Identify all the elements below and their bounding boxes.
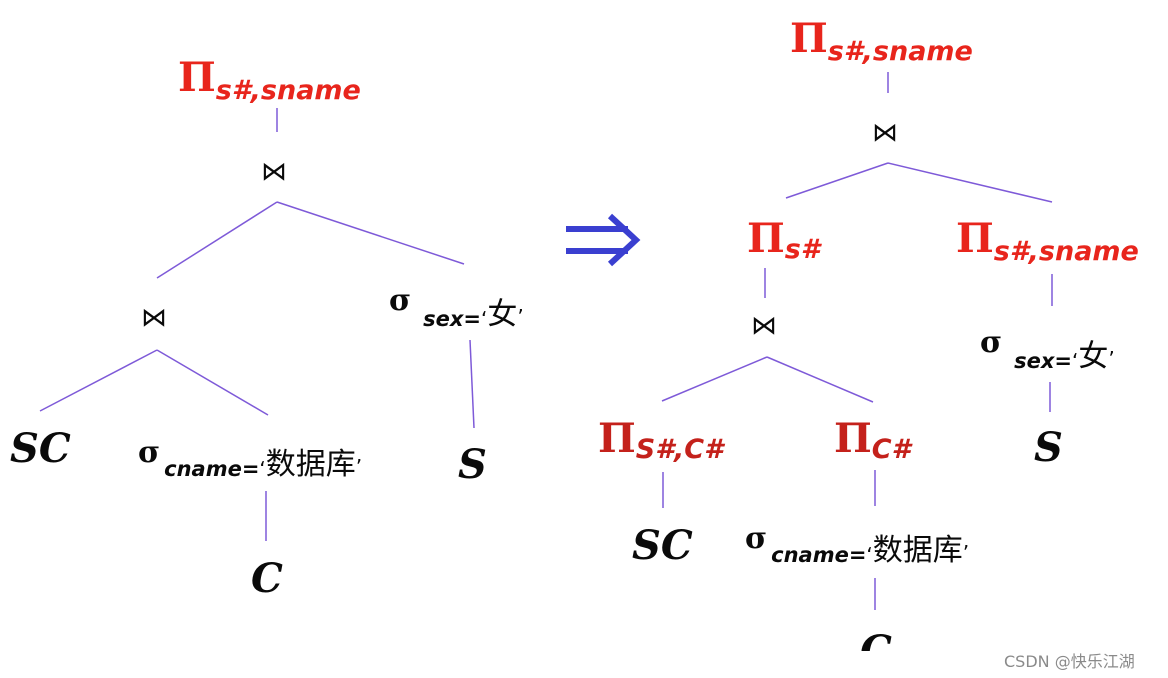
selection-sex: σ sex=‘女’: [389, 283, 524, 332]
projection-symbol: Π: [834, 415, 872, 462]
relation-sc: SC: [632, 522, 693, 569]
relation-c: C: [251, 555, 283, 602]
projection-symbol: Π: [790, 15, 828, 62]
open-quote: ‘: [481, 307, 487, 331]
open-quote: ‘: [259, 457, 265, 481]
projection-symbol: Π: [598, 415, 636, 462]
selection-symbol: σ: [980, 325, 1002, 360]
close-quote: ’: [1108, 347, 1114, 371]
open-quote: ‘: [1072, 349, 1078, 373]
edge: [766, 356, 874, 403]
projection-attributes: s#: [785, 234, 823, 265]
join-node-lower: ⋈: [751, 311, 777, 341]
selection-sex: σ sex=‘女’: [980, 325, 1115, 374]
projection-left: Πs#: [747, 215, 823, 265]
projection-attributes: s#,sname: [994, 236, 1139, 267]
projection-attributes: s#,sname: [216, 75, 361, 106]
root-projection: Πs#,sname: [790, 15, 973, 67]
selection-symbol: σ: [138, 435, 160, 470]
relation-sc: SC: [10, 425, 71, 472]
transform-arrow: [566, 213, 641, 267]
selection-attribute: cname=: [771, 543, 866, 567]
projection-sc: ΠS#,C#: [598, 415, 726, 465]
relation-s: S: [458, 441, 487, 488]
selection-value: 数据库: [266, 447, 356, 482]
join-node-top: ⋈: [261, 157, 287, 187]
selection-attribute: sex=: [423, 307, 481, 331]
selection-value: 女: [487, 297, 517, 332]
watermark: CSDN @快乐江湖: [1004, 652, 1135, 671]
open-quote: ‘: [866, 543, 872, 567]
close-quote: ’: [356, 455, 362, 479]
projection-attributes: s#,sname: [828, 36, 973, 67]
edge: [661, 356, 768, 402]
right-query-tree: Πs#,sname ⋈ Πs# Πs#,sname ⋈ σsex=‘女’ ΠS#…: [598, 15, 1139, 674]
close-quote: ’: [517, 305, 523, 329]
edge: [887, 162, 1053, 203]
projection-symbol: Π: [956, 215, 994, 262]
edge: [276, 201, 465, 265]
arrow-head: [607, 213, 641, 267]
bottom-crop-strip: [0, 651, 1168, 678]
join-node-top: ⋈: [872, 118, 898, 148]
selection-attribute: cname=: [164, 457, 259, 481]
selection-attribute: sex=: [1014, 349, 1072, 373]
relation-s: S: [1034, 424, 1063, 471]
close-quote: ’: [963, 541, 969, 565]
selection-value: 数据库: [873, 533, 963, 568]
edge: [469, 339, 475, 429]
projection-attributes: C#: [872, 434, 914, 465]
selection-symbol: σ: [389, 283, 411, 318]
edge: [156, 201, 278, 279]
projection-attributes: S#,C#: [636, 434, 726, 465]
edge: [156, 349, 269, 416]
projection-c: ΠC#: [834, 415, 914, 465]
root-projection: Πs#,sname: [178, 54, 361, 106]
projection-symbol: Π: [178, 54, 216, 101]
selection-value: 女: [1078, 339, 1108, 374]
edge: [785, 162, 889, 199]
edge: [39, 349, 158, 412]
projection-right: Πs#,sname: [956, 215, 1139, 267]
join-node-lower: ⋈: [141, 303, 167, 333]
selection-symbol: σ: [745, 521, 767, 556]
projection-symbol: Π: [747, 215, 785, 262]
